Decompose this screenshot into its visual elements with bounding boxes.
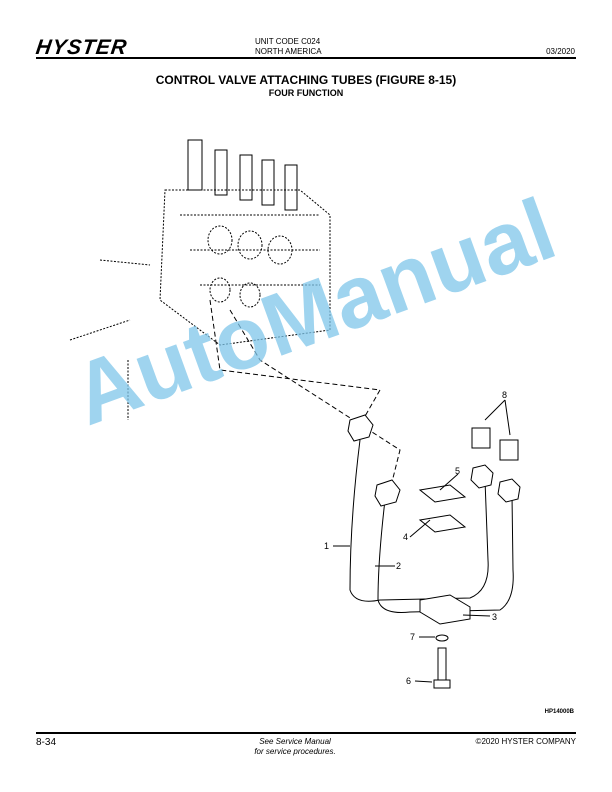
tube-nuts [347,414,521,689]
leader-lines [333,399,511,683]
header-date: 03/2020 [546,47,575,56]
control-valve [69,189,331,420]
page-number: 8-34 [36,737,57,748]
callout-2: 2 [396,561,401,571]
page-title: CONTROL VALVE ATTACHING TUBES (FIGURE 8-… [155,73,457,87]
unit-code: UNIT CODE C024 [255,37,321,46]
tube-paths [209,299,514,613]
callout-4: 4 [403,532,408,542]
copyright: ©2020 HYSTER COMPANY [475,737,576,746]
header-rule [36,57,576,59]
callout-7: 7 [410,632,415,642]
footer-note: See Service Manual for service procedure… [230,737,360,757]
unit-info: UNIT CODE C024 NORTH AMERICA [255,37,322,57]
footer-rule [36,732,576,734]
valve-spools [187,139,298,211]
footer-note-line2: for service procedures. [254,747,336,756]
figure-code: HP14000B [544,709,574,715]
exploded-diagram: 1 2 3 4 5 6 7 8 [69,139,521,689]
callout-5: 5 [455,466,460,476]
callout-3: 3 [492,612,497,622]
callout-8: 8 [502,390,507,400]
callout-1: 1 [324,541,329,551]
callout-6: 6 [406,676,411,686]
region: NORTH AMERICA [255,47,322,56]
page-subtitle: FOUR FUNCTION [268,88,344,98]
footer-note-line1: See Service Manual [259,737,331,746]
